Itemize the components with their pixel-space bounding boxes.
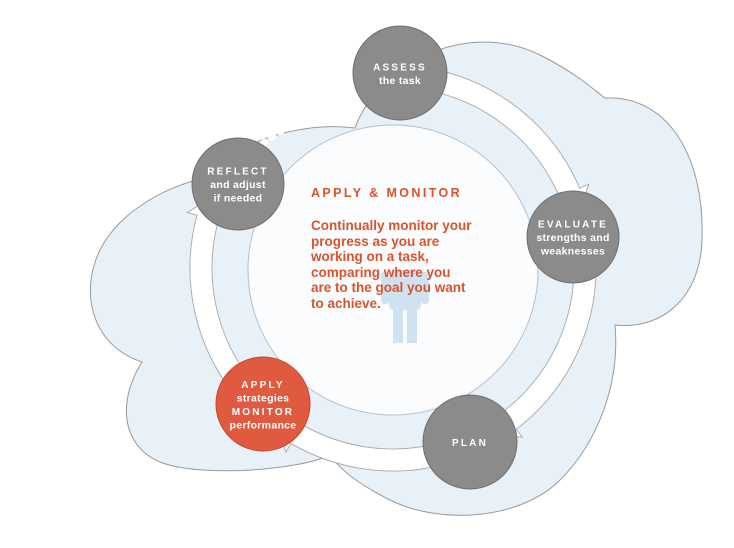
connector-dot — [284, 121, 294, 130]
node-label: EVALUATE — [538, 220, 608, 231]
node-assess: ASSESS the task — [352, 25, 448, 121]
node-circle — [215, 356, 311, 452]
node-label: the task — [379, 75, 421, 87]
center-body-line: comparing where you — [311, 264, 451, 280]
inner-circle — [247, 124, 539, 416]
node-label: and adjust — [210, 179, 266, 191]
node-circle — [191, 137, 285, 231]
center-description: APPLY & MONITOR Continually monitor your… — [311, 186, 511, 311]
node-label: PLAN — [452, 438, 488, 449]
node-plan: PLAN — [422, 394, 518, 490]
node-label: ASSESS — [373, 62, 427, 73]
center-body-line: are to the goal you want — [311, 280, 466, 295]
node-label: weaknesses — [540, 246, 605, 258]
connector-dot — [337, 98, 346, 107]
connector-dot — [304, 111, 313, 120]
connector-dot — [349, 94, 359, 104]
node-label: REFLECT — [207, 167, 269, 178]
connector-dot — [276, 126, 285, 136]
connector-dot — [314, 106, 324, 115]
center-body: Continually monitor your progress as you… — [311, 218, 511, 311]
node-circle — [422, 394, 518, 490]
node-label: performance — [230, 419, 297, 431]
node-label: if needed — [214, 193, 263, 205]
node-label: strengths and — [536, 232, 609, 244]
connector-dot — [325, 102, 335, 111]
connector-dot — [294, 115, 303, 125]
center-body-line: Continually monitor your — [311, 218, 472, 233]
node-circle — [526, 190, 620, 284]
center-heading: APPLY & MONITOR — [311, 186, 463, 200]
person-figure-icon — [381, 242, 429, 343]
node-label: APPLY — [241, 380, 284, 391]
center-body-line: working on a task, — [311, 249, 429, 264]
connector-dot — [267, 132, 277, 141]
center-body-line: to achieve. — [311, 295, 381, 311]
node-label: MONITOR — [232, 407, 294, 418]
node-label: strategies — [237, 392, 290, 404]
center-body-line: progress as you are — [311, 233, 440, 249]
node-circle — [352, 25, 448, 121]
